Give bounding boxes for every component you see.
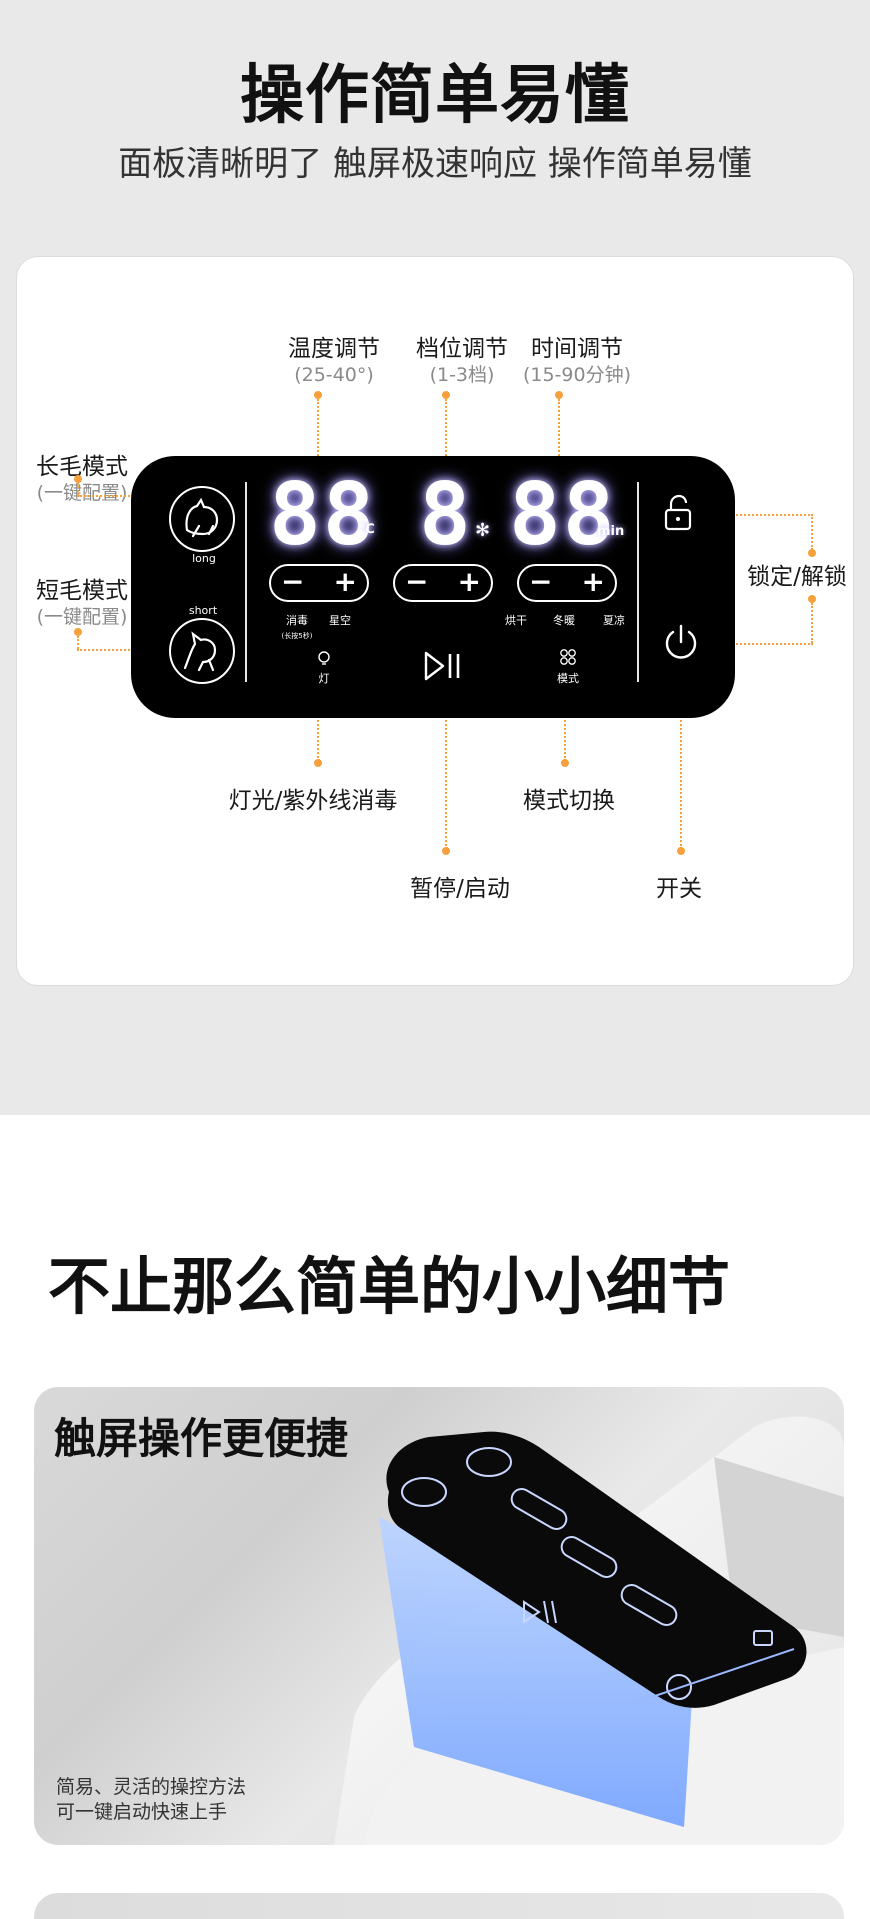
- label-pause-start: 暂停/启动: [410, 876, 510, 902]
- panel-divider: [637, 482, 639, 682]
- lock-button[interactable]: [663, 494, 697, 534]
- minus-button[interactable]: −: [529, 565, 553, 598]
- mode-label: 模式: [557, 672, 579, 685]
- leader-dot: [442, 847, 450, 855]
- leader-line: [77, 483, 79, 495]
- power-button[interactable]: [661, 622, 701, 662]
- feature-card-touch: 触屏操作更便捷 简易、灵活的操控方法 可一键启动快速上手: [34, 1387, 844, 1845]
- time-unit: min: [597, 524, 625, 539]
- short-mode-button[interactable]: [169, 618, 235, 684]
- feature-description: 简易、灵活的操控方法 可一键启动快速上手: [56, 1776, 247, 1823]
- leader-line: [317, 399, 319, 459]
- leader-dot: [74, 475, 82, 483]
- long-text: long: [192, 552, 216, 565]
- label-time: 时间调节 (15-90分钟): [522, 336, 632, 386]
- time-stepper[interactable]: − +: [517, 564, 617, 602]
- leader-line: [445, 399, 447, 459]
- plus-button[interactable]: +: [457, 565, 481, 598]
- leader-dot: [677, 847, 685, 855]
- leader-line: [445, 693, 447, 849]
- leader-line: [564, 693, 566, 761]
- disinfect-label: 消毒 (长按5秒): [281, 614, 313, 640]
- mode-button[interactable]: 模式: [551, 648, 585, 692]
- leader-line: [558, 399, 560, 459]
- label-temp: 温度调节 (25-40°): [288, 336, 380, 386]
- short-text: short: [188, 604, 218, 617]
- details-title: 不止那么简单的小小细节: [48, 1250, 731, 1323]
- leader-line: [811, 514, 813, 550]
- label-lock: 锁定/解锁: [747, 564, 847, 590]
- leader-dot: [442, 391, 450, 399]
- label-long-mode: 长毛模式 (一键配置): [36, 454, 128, 504]
- dry-label: 烘干: [505, 614, 527, 627]
- leader-dot: [555, 391, 563, 399]
- play-pause-icon: [424, 651, 460, 681]
- next-feature-card: [34, 1893, 844, 1919]
- panel-divider: [245, 482, 247, 682]
- light-label: 灯: [318, 672, 330, 685]
- time-display: 88: [509, 465, 617, 565]
- label-short-mode: 短毛模式 (一键配置): [36, 578, 128, 628]
- gear-stepper[interactable]: − +: [393, 564, 493, 602]
- snowflake-icon: ✻: [475, 520, 491, 541]
- leader-line: [709, 643, 813, 645]
- winter-label: 冬暖: [553, 614, 575, 627]
- cat-short-icon: [183, 631, 217, 672]
- cat-long-icon: [185, 497, 219, 538]
- leader-line: [811, 603, 813, 643]
- mode-grid-icon: [560, 649, 576, 665]
- leader-line: [680, 705, 682, 849]
- leader-dot: [314, 759, 322, 767]
- summer-label: 夏凉: [603, 614, 625, 627]
- leader-line: [317, 693, 319, 761]
- gear-display: 8: [419, 465, 473, 565]
- bulb-icon: [318, 651, 330, 665]
- plus-button[interactable]: +: [333, 565, 357, 598]
- label-light: 灯光/紫外线消毒: [228, 788, 398, 814]
- leader-line: [77, 636, 79, 649]
- section-title: 操作简单易懂: [240, 59, 630, 133]
- label-gear: 档位调节 (1-3档): [416, 336, 508, 386]
- control-panel: long short 88 ℃ 8 ✻ 88 min − + − + − +: [131, 456, 735, 718]
- section-panel-intro: 操作简单易懂 面板清晰明了 触屏极速响应 操作简单易懂 温度调节 (25-40°…: [0, 0, 870, 1115]
- lock-open-icon: [664, 494, 692, 531]
- product-photo: [334, 1416, 844, 1845]
- leader-dot: [314, 391, 322, 399]
- plus-button[interactable]: +: [581, 565, 605, 598]
- starry-label: 星空: [329, 614, 351, 627]
- leader-dot: [808, 595, 816, 603]
- leader-line: [77, 649, 173, 651]
- leader-dot: [561, 759, 569, 767]
- minus-button[interactable]: −: [405, 565, 429, 598]
- label-power: 开关: [656, 876, 702, 902]
- label-mode-switch: 模式切换: [523, 788, 615, 814]
- temp-display: 88: [269, 465, 377, 565]
- leader-dot: [808, 549, 816, 557]
- leader-line: [77, 495, 173, 497]
- power-icon: [665, 624, 697, 659]
- light-button[interactable]: 灯: [307, 650, 341, 694]
- section-subtitle: 面板清晰明了 触屏极速响应 操作简单易懂: [118, 144, 752, 184]
- leader-line: [709, 514, 813, 516]
- feature-title: 触屏操作更便捷: [54, 1414, 349, 1463]
- leader-dot: [74, 628, 82, 636]
- temp-stepper[interactable]: − +: [269, 564, 369, 602]
- minus-button[interactable]: −: [281, 565, 305, 598]
- play-pause-button[interactable]: [423, 650, 463, 686]
- temp-unit: ℃: [359, 522, 375, 537]
- long-mode-button[interactable]: [169, 486, 235, 552]
